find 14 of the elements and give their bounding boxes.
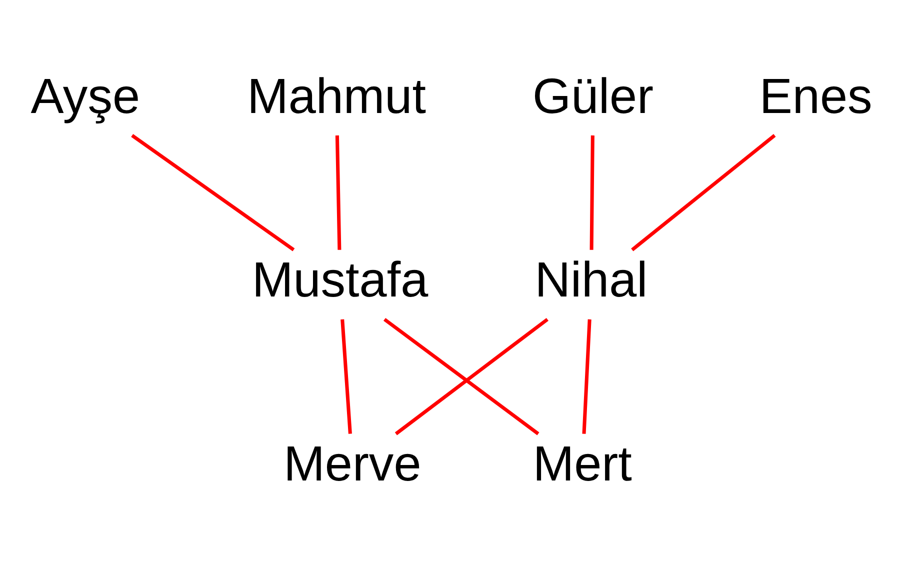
connector	[590, 134, 594, 250]
connector	[131, 133, 295, 251]
connector	[582, 318, 592, 434]
node-text: Güler	[532, 68, 654, 124]
node-text: Enes	[759, 68, 872, 124]
node-text: Nihal	[534, 252, 648, 308]
node-text: Mustafa	[252, 252, 428, 308]
connector	[335, 134, 342, 250]
node-text: Mert	[532, 436, 632, 492]
node-text: Mahmut	[247, 68, 426, 124]
connector	[631, 134, 776, 251]
node-text: Merve	[284, 436, 422, 492]
connector	[340, 318, 352, 434]
node-text: Ayşe	[30, 68, 140, 124]
